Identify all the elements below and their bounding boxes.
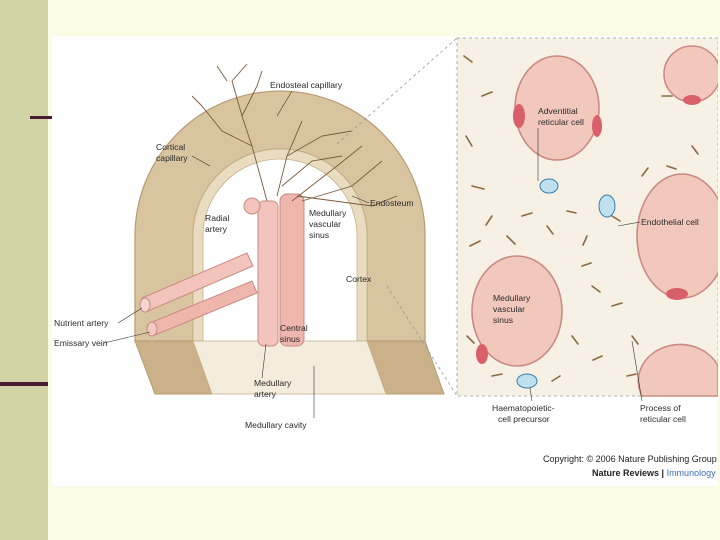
- label-haematopoietic-line1: Haematopoietic-: [492, 403, 555, 413]
- label-cortical-capillary-line1: Cortical: [156, 142, 185, 152]
- label-central-sinus-line1: Central: [280, 323, 308, 333]
- journal-name: Nature Reviews | Immunology: [592, 468, 716, 478]
- label-medullary-sinus-left-line3: sinus: [309, 230, 329, 240]
- sinus-bottom: [471, 255, 563, 367]
- medullary-artery-vessel: [257, 200, 279, 347]
- label-process-line2: reticular cell: [640, 414, 686, 424]
- label-emissary-vein: Emissary vein: [54, 338, 108, 348]
- label-adventitial-line2: reticular cell: [538, 117, 584, 127]
- label-medullary-sinus-right-line1: Medullary: [493, 293, 531, 303]
- label-nutrient-artery: Nutrient artery: [54, 318, 109, 328]
- label-cortical-capillary-line2: capillary: [156, 153, 188, 163]
- label-medullary-sinus-right-line2: vascular: [493, 304, 525, 314]
- label-medullary-sinus-left-line2: vascular: [309, 219, 341, 229]
- label-endothelial-cell: Endothelial cell: [641, 217, 699, 227]
- bone-labels: Endosteal capillary Cortical capillary R…: [54, 80, 413, 430]
- label-haematopoietic-line2: cell precursor: [498, 414, 550, 424]
- journal-section: Immunology: [666, 468, 716, 478]
- label-endosteal-capillary: Endosteal capillary: [270, 80, 343, 90]
- label-radial-artery-line2: artery: [205, 224, 228, 234]
- marrow-detail: [456, 37, 718, 397]
- title-rule: [30, 116, 54, 119]
- medullary-floor: [192, 340, 387, 395]
- bone-cross-section: [134, 63, 445, 395]
- copyright-text: Copyright: © 2006 Nature Publishing Grou…: [543, 454, 717, 464]
- label-central-sinus-line2: sinus: [280, 334, 300, 344]
- sidebar-rule: [0, 382, 48, 386]
- bone-marrow-diagram: Endosteal capillary Cortical capillary R…: [54, 37, 718, 430]
- capillary-network: [191, 63, 398, 207]
- label-adventitial-line1: Adventitial: [538, 106, 578, 116]
- sinus-right: [636, 173, 718, 299]
- central-sinus-vessel: [279, 193, 305, 347]
- slide-sidebar: [0, 0, 48, 540]
- label-endosteum: Endosteum: [370, 198, 413, 208]
- label-cortex: Cortex: [346, 274, 372, 284]
- label-medullary-cavity: Medullary cavity: [245, 420, 307, 430]
- bone-marrow-figure: Endosteal capillary Cortical capillary R…: [52, 36, 718, 486]
- journal-title: Nature Reviews: [592, 468, 660, 478]
- label-radial-artery-line1: Radial: [205, 213, 229, 223]
- marrow-labels: Adventitial reticular cell Endothelial c…: [492, 106, 699, 424]
- label-medullary-sinus-left-line1: Medullary: [309, 208, 347, 218]
- label-medullary-sinus-right-line3: sinus: [493, 315, 513, 325]
- label-medullary-artery-line2: artery: [254, 389, 277, 399]
- label-process-line1: Process of: [640, 403, 681, 413]
- label-medullary-artery-line1: Medullary: [254, 378, 292, 388]
